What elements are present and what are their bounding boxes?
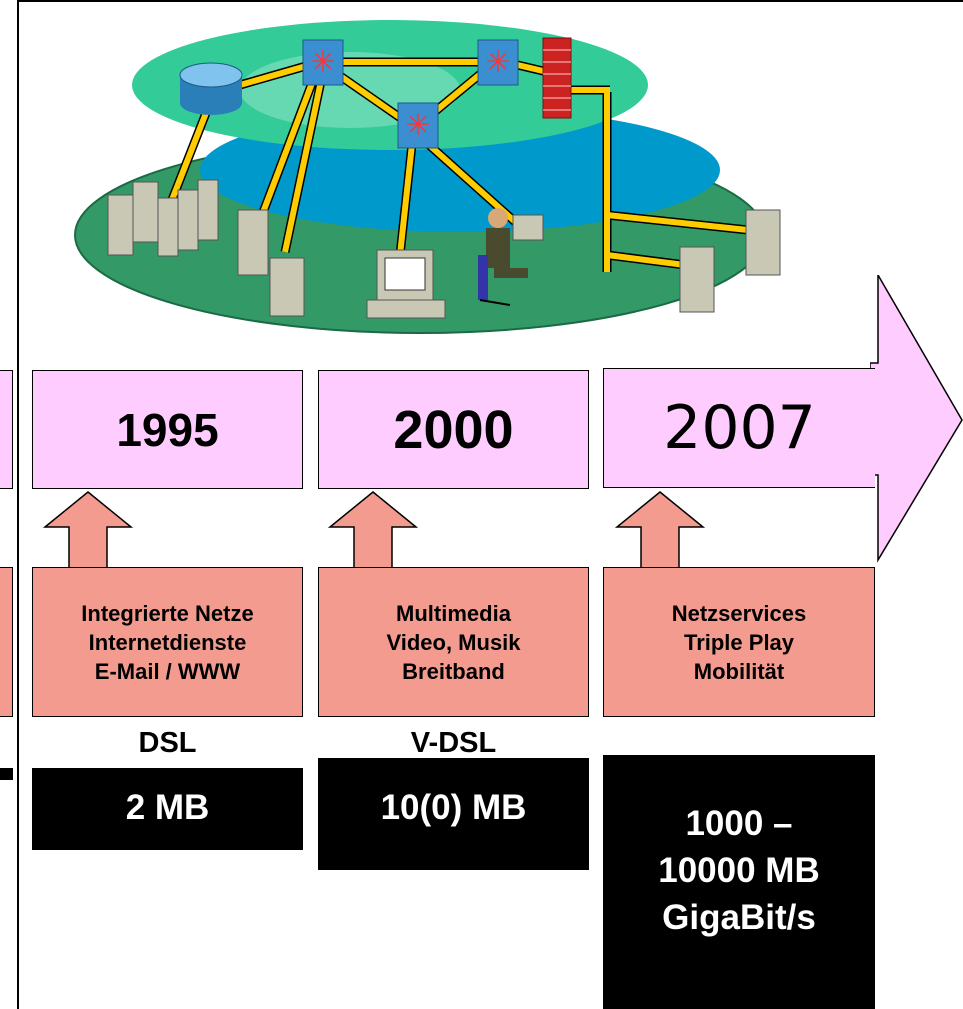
- feature-line: E-Mail / WWW: [94, 658, 241, 684]
- timeline-year-box-partial: [0, 370, 13, 489]
- feature-box-2000: Multimedia Video, Musik Breitband: [318, 567, 589, 717]
- speed-box-partial: [0, 768, 13, 780]
- bandwidth-line: 10000 MB: [658, 851, 820, 890]
- bandwidth-line: 1000 –: [685, 804, 793, 843]
- mainframe-icon: [107, 179, 219, 257]
- user-icon: [478, 208, 544, 306]
- feature-line: Video, Musik: [386, 629, 521, 655]
- year-box-2000: 2000: [318, 370, 589, 489]
- year-label: 1995: [116, 403, 219, 456]
- feature-line: Multimedia: [396, 600, 511, 626]
- timeline-arrow: [870, 275, 963, 563]
- feature-line: Integrierte Netze: [81, 600, 254, 626]
- bandwidth-line: 10(0) MB: [380, 788, 527, 827]
- year-label: 2007: [663, 393, 816, 463]
- firewall-icon: [542, 37, 572, 119]
- workstation-icon: [366, 249, 446, 319]
- year-box-1995: 1995: [32, 370, 303, 489]
- feature-line: Mobilität: [693, 658, 785, 684]
- feature-line: Breitband: [402, 658, 505, 684]
- up-arrow-icon: [43, 491, 133, 569]
- feature-line: Internetdienste: [88, 629, 247, 655]
- svg-text:✳: ✳: [485, 45, 510, 80]
- network-illustration: ✳ ✳ ✳: [74, 20, 781, 334]
- bandwidth-line: 2 MB: [125, 788, 210, 827]
- year-label: 2000: [393, 399, 514, 460]
- feature-line: Triple Play: [683, 629, 795, 655]
- up-arrow-icon: [328, 491, 418, 569]
- svg-text:✳: ✳: [310, 45, 335, 80]
- technology-label-1995: DSL: [138, 727, 197, 759]
- server-icon: [237, 209, 781, 317]
- feature-box-1995: Integrierte Netze Internetdienste E-Mail…: [32, 567, 303, 717]
- up-arrow-icon: [615, 491, 705, 569]
- switch-icon: ✳: [302, 39, 344, 86]
- feature-box-partial: [0, 567, 13, 717]
- router-icon: [179, 62, 243, 115]
- left-border-line: [17, 0, 19, 1009]
- top-border-line: [17, 0, 963, 2]
- bandwidth-box-2007: 1000 – 10000 MB GigaBit/s: [603, 755, 875, 1009]
- bandwidth-line: GigaBit/s: [662, 898, 816, 937]
- year-box-2007: 2007: [603, 368, 875, 488]
- feature-box-2007: Netzservices Triple Play Mobilität: [603, 567, 875, 717]
- switch-icon: ✳: [477, 39, 519, 86]
- network-inner-ellipse: [132, 20, 648, 150]
- feature-line: Netzservices: [671, 600, 807, 626]
- bandwidth-box-2000: 10(0) MB: [318, 758, 589, 870]
- switch-icon: ✳: [397, 102, 439, 149]
- svg-text:✳: ✳: [405, 108, 430, 143]
- technology-label-2000: V-DSL: [410, 727, 497, 759]
- bandwidth-box-1995: 2 MB: [32, 768, 303, 850]
